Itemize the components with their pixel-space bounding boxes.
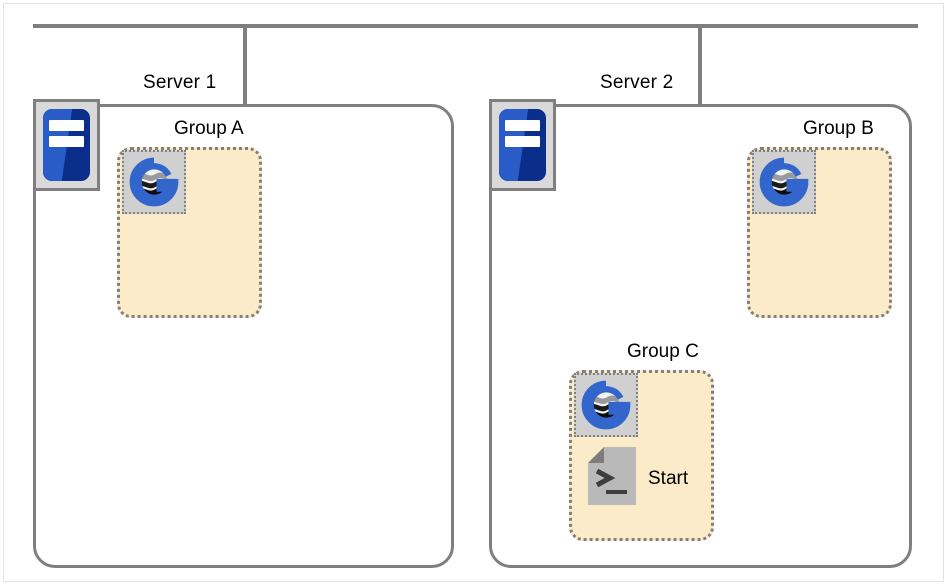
glassfish-instance-icon[interactable] (752, 150, 816, 214)
server-device-bar-1 (49, 119, 84, 131)
group-label-group-c: Group C (627, 341, 699, 362)
server-label-server-1: Server 1 (143, 72, 217, 93)
group-label-group-b: Group B (803, 118, 874, 139)
script-label: Start (648, 467, 689, 489)
server-device-bar-2 (49, 136, 84, 148)
drop-server-1 (243, 26, 247, 106)
server-device-bar-1 (505, 119, 540, 131)
glassfish-glyph (578, 377, 634, 433)
network-bus (33, 24, 918, 28)
terminal-script-icon (588, 447, 636, 510)
drop-server-2 (698, 26, 702, 106)
server-device-body (43, 109, 90, 181)
group-label-group-a: Group A (174, 118, 244, 139)
start-script[interactable]: Start (588, 447, 688, 510)
server-hardware-icon (33, 99, 100, 191)
glassfish-glyph (126, 154, 182, 210)
glassfish-instance-icon[interactable] (122, 150, 186, 214)
glassfish-instance-icon[interactable] (574, 373, 638, 437)
glassfish-glyph (756, 154, 812, 210)
server-device-bar-2 (505, 136, 540, 148)
server-device-body (499, 109, 546, 181)
server-hardware-icon (489, 99, 556, 191)
server-label-server-2: Server 2 (600, 72, 674, 93)
